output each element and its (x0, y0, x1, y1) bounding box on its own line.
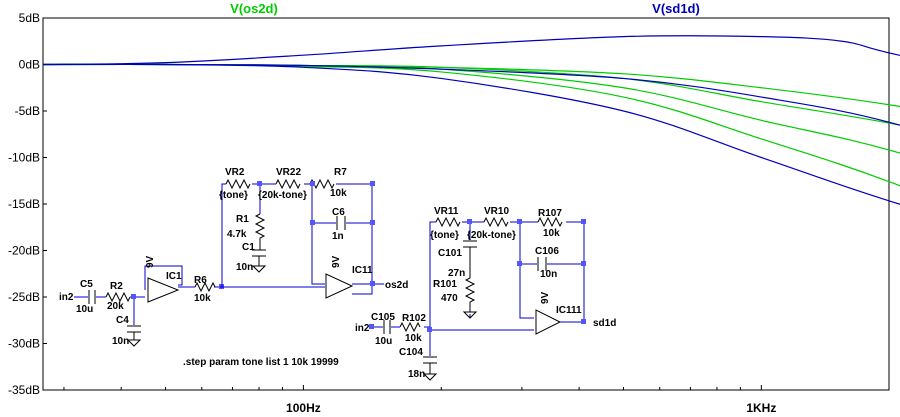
y-tick-label: -10dB (8, 151, 40, 165)
net-label-in2[interactable]: in2 (59, 292, 74, 303)
ref-c6: C6 (332, 207, 345, 218)
value-c6: 1n (332, 231, 344, 242)
sd1d-stage (369, 216, 586, 381)
y-axis: 5dB 0dB -5dB -10dB -15dB -20dB -25dB -30dB -35dB (8, 11, 47, 397)
ref-r6: R6 (194, 275, 207, 286)
ref-r1: R1 (236, 214, 249, 225)
ref-r2: R2 (110, 281, 123, 292)
resistor-r1-symbol[interactable] (254, 213, 266, 250)
value-c106: 10n (540, 269, 557, 280)
x-axis: 100Hz1KHz10KHz (63, 385, 776, 415)
supply-label-ic1: 9V (145, 255, 156, 268)
ref-vr11: VR11 (434, 206, 459, 217)
ground-c4 (126, 332, 142, 347)
ground-c1 (251, 256, 267, 273)
supply-label-ic11: 9V (331, 255, 342, 268)
ref-c104: C104 (399, 347, 423, 358)
potentiometer-vr2-symbol[interactable] (225, 178, 251, 190)
value-r102: 10k (405, 333, 422, 344)
ref-c106: C106 (535, 246, 559, 257)
y-tick-label: -5dB (15, 104, 40, 118)
ref-ic1: IC1 (166, 271, 182, 282)
value-c105: 10u (375, 336, 392, 347)
ref-r7: R7 (334, 167, 347, 178)
value-r7: 10k (330, 188, 347, 199)
value-c1: 10n (236, 262, 253, 273)
value-vr22: {20k-tone} (258, 190, 307, 201)
y-tick-label: -20dB (8, 244, 40, 258)
value-c5: 10u (76, 304, 93, 315)
value-c104: 18n (408, 369, 425, 380)
ref-c5: C5 (80, 279, 93, 290)
x-tick-label: 1KHz (746, 401, 776, 415)
opamp-ic111-symbol[interactable] (535, 309, 562, 335)
supply-label-ic111: 9V (540, 291, 551, 304)
ref-r101: R101 (433, 279, 457, 290)
resistor-r2-symbol[interactable] (105, 291, 131, 303)
potentiometer-vr11-symbol[interactable] (435, 216, 461, 228)
series-line-sd1d-4[interactable] (42, 35, 900, 251)
value-vr10: {20k-tone} (467, 230, 516, 241)
y-tick-label: 0dB (19, 58, 40, 72)
y-tick-label: -30dB (8, 337, 40, 351)
ref-c101: C101 (438, 248, 462, 259)
value-r1: 4.7k (227, 229, 247, 240)
potentiometer-vr10-symbol[interactable] (483, 216, 509, 228)
schematic-overlay: in2 C5 10u R2 20k C4 10n IC1 R6 10k VR2 … (59, 167, 616, 381)
ground-r101 (462, 311, 478, 319)
os2d-stage (220, 178, 384, 299)
value-r2: 20k (107, 301, 124, 312)
spice-directive[interactable]: .step param tone list 1 10k 19999 (183, 357, 339, 368)
value-vr2: {tone} (219, 190, 248, 201)
series-line-sd1d-5[interactable] (42, 63, 900, 315)
ref-r107: R107 (538, 208, 562, 219)
value-c4: 10n (112, 336, 129, 347)
trace-title-os2d[interactable]: V(os2d) (230, 1, 278, 16)
ref-vr10: VR10 (484, 206, 509, 217)
series-line-sd1d-6[interactable] (42, 63, 900, 353)
ground-c104 (422, 363, 438, 381)
ref-ic11: IC11 (352, 265, 373, 276)
x-tick-label: 100Hz (286, 401, 321, 415)
opamp-ic11-symbol[interactable] (325, 273, 354, 299)
y-tick-label: -25dB (8, 290, 40, 304)
plot-series (42, 35, 900, 353)
value-r101: 470 (441, 293, 458, 304)
resistor-r101-symbol[interactable] (464, 247, 476, 312)
value-r107: 10k (543, 228, 560, 239)
plot-frame (42, 17, 890, 391)
ref-r102: R102 (402, 313, 426, 324)
potentiometer-vr22-symbol[interactable] (275, 178, 301, 190)
ref-vr22: VR22 (276, 167, 301, 178)
ref-c4: C4 (116, 315, 129, 326)
resistor-r102-symbol[interactable] (399, 321, 421, 333)
opamp-ic1-symbol[interactable] (147, 277, 180, 303)
resistor-r6-symbol[interactable] (194, 281, 216, 293)
value-vr11: {tone} (430, 230, 459, 241)
ref-vr2: VR2 (225, 167, 245, 178)
net-label-sd1d[interactable]: sd1d (593, 318, 616, 329)
y-tick-label: -15dB (8, 197, 40, 211)
value-r6: 10k (194, 293, 211, 304)
ref-c1: C1 (242, 242, 255, 253)
resistor-r107-symbol[interactable] (537, 216, 563, 228)
y-tick-label: -35dB (8, 383, 40, 397)
value-c101: 27n (448, 268, 465, 279)
net-label-in2-second[interactable]: in2 (355, 323, 370, 334)
y-tick-label: 5dB (19, 11, 40, 25)
net-label-os2d[interactable]: os2d (385, 280, 408, 291)
trace-title-sd1d[interactable]: V(sd1d) (652, 1, 700, 16)
ref-ic111: IC111 (556, 305, 582, 316)
ref-c105: C105 (371, 312, 395, 323)
